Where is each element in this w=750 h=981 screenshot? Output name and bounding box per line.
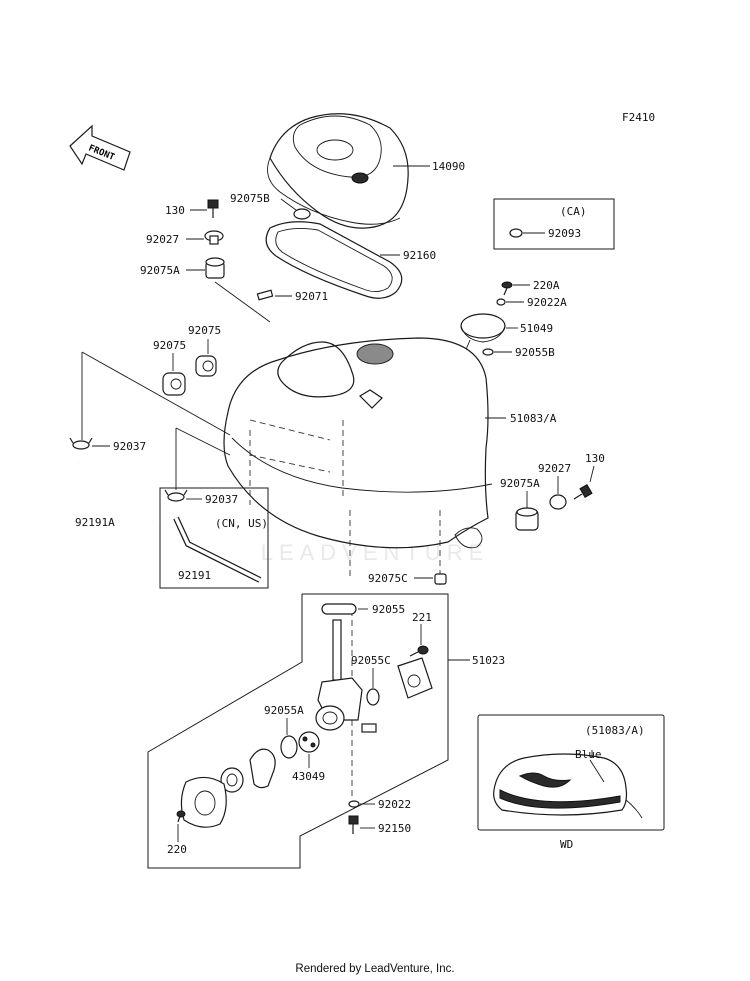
part-92037-clamp-top [69,437,93,450]
part-51049-fuel-cap [460,313,506,343]
callout-220: 220 [167,843,187,856]
part-130-bolt [207,199,219,218]
part-92191-hose [173,516,262,583]
part-92093-icon [509,228,523,238]
callout-51049: 51049 [520,322,553,335]
callout-92055: 92055 [372,603,405,616]
callout-43049: 43049 [292,770,325,783]
part-92055A-oring [280,735,298,759]
callout-92055C: 92055C [351,654,391,667]
part-92075C-grommet [434,573,447,585]
callout-130-top: 130 [165,204,185,217]
part-92022-washer [348,800,360,808]
callout-92075A-top: 92075A [140,264,180,277]
callout-92075C: 92075C [368,572,408,585]
box-cn-us-title: (CN, US) [215,517,268,530]
callout-92075-left: 92075 [153,339,186,352]
callout-92191: 92191 [178,569,211,582]
callout-92022A: 92022A [527,296,567,309]
callout-14090: 14090 [432,160,465,173]
part-221-screw [409,645,429,657]
box-51083A-variant: (51083/A) Blue [477,714,665,831]
callout-92037-bottom: 92037 [205,493,238,506]
callout-92055A: 92055A [264,704,304,717]
part-92160-gasket [265,221,403,299]
variant-box-title: (51083/A) [585,724,645,737]
part-220-screw [176,810,186,823]
part-92075-damper-right [195,355,217,377]
part-92037-clamp-bottom [164,489,188,502]
callout-221: 221 [412,611,432,624]
part-92027-collar-right [549,494,567,510]
callout-92093: 92093 [548,227,581,240]
box-ca: (CA) 92093 [493,198,615,250]
callout-92075B: 92075B [230,192,270,205]
callout-92160: 92160 [403,249,436,262]
part-92071-clip [256,289,274,301]
callout-92027-right: 92027 [538,462,571,475]
box-cn-us: 92037 (CN, US) 92191 [159,487,269,589]
part-51083A-fuel-tank [223,337,493,800]
variant-code: WD [560,838,573,851]
part-fuel-cock-body [315,619,377,733]
part-cover-plate [397,657,433,699]
callout-92022: 92022 [378,798,411,811]
box-ca-title: (CA) [560,205,587,218]
part-92055C-oring [366,688,380,706]
tank-variant-illustration [493,750,643,819]
variant-color-label: Blue [575,748,602,761]
part-92027-collar [204,230,224,245]
callout-92150: 92150 [378,822,411,835]
callout-130-right: 130 [585,452,605,465]
part-92150-bolt [348,815,359,834]
part-92075-damper-left [162,372,186,396]
figure-code: F2410 [622,111,655,124]
part-92191A-hose [76,461,153,524]
part-fuel-lever [220,748,276,793]
part-92055-gasket [321,603,357,615]
callout-220A: 220A [533,279,560,292]
callout-92037-top: 92037 [113,440,146,453]
part-220A-screw [501,281,513,296]
part-92075A-damper [205,257,225,279]
part-14090-dash-cover [267,113,409,229]
part-92075A-damper-right [515,507,539,531]
callout-92027-top: 92027 [146,233,179,246]
callout-92071: 92071 [295,290,328,303]
part-130-bolt-right [573,483,593,500]
footer-credit: Rendered by LeadVenture, Inc. [295,963,455,975]
front-arrow-icon: FRONT [69,124,131,171]
part-92022A-washer [496,298,506,306]
callout-92191A: 92191A [75,516,115,529]
callout-92075-right: 92075 [188,324,221,337]
callout-51023: 51023 [472,654,505,667]
part-cover-plate-front [180,776,227,828]
callout-51083A: 51083/A [510,412,557,425]
part-92055B-oring [482,348,494,356]
callout-92055B: 92055B [515,346,555,359]
part-92075B-grommet [293,208,311,220]
callout-92075A-right: 92075A [500,477,540,490]
box-51023-fuel-cock: 51023 92055 92055C 221 92055A [147,593,505,869]
part-43049-gasket [298,731,320,753]
